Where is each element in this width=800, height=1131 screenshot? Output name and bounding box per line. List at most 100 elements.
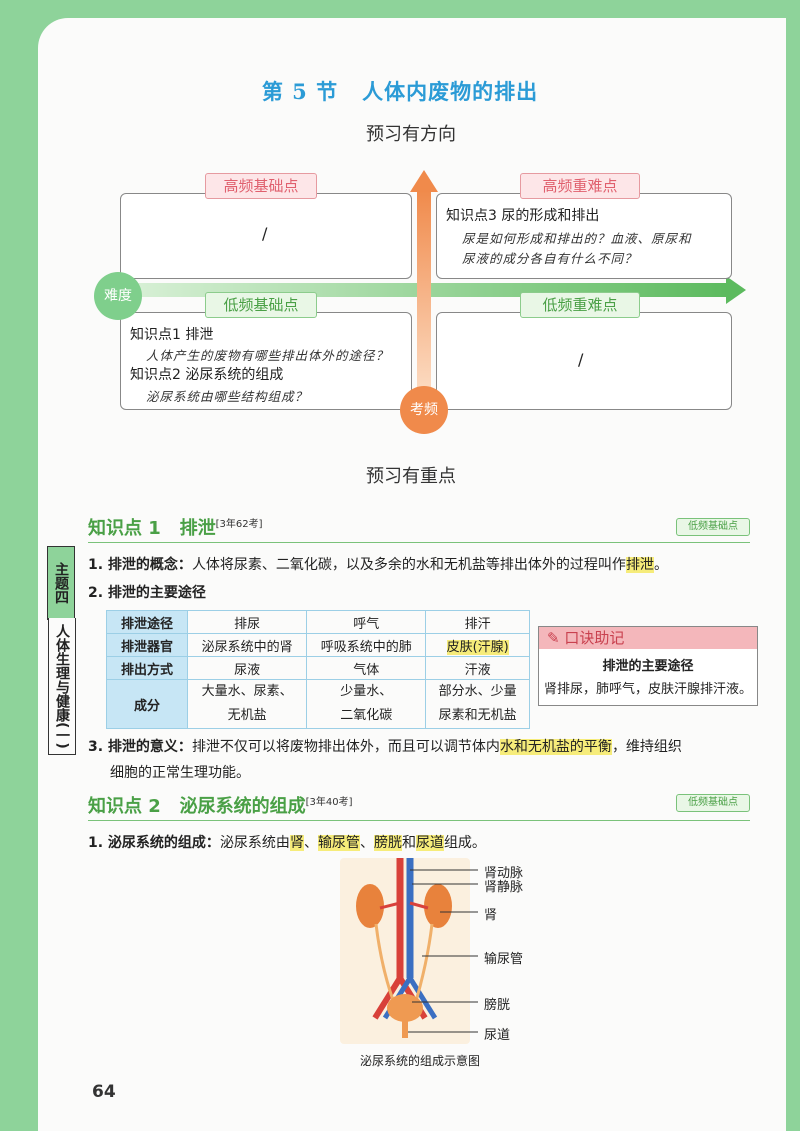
- label-urethra: 尿道: [484, 1028, 511, 1043]
- table-cell: 皮肤(汗腺): [425, 633, 530, 657]
- kp2-p1-end: 组成。: [443, 835, 486, 851]
- kp1-divider: [88, 542, 750, 543]
- tag-high-hard: 高频重难点: [520, 173, 640, 199]
- table-cell: 气体: [306, 656, 427, 680]
- sidebar-theme: 主题四: [47, 546, 75, 620]
- kp2-p1-text: 泌尿系统由: [219, 835, 290, 851]
- kp2-label: 知识点 2: [88, 796, 161, 817]
- kp2-hl-kidney: 肾: [289, 835, 304, 851]
- cell-line: 尿素和无机盐: [438, 708, 517, 723]
- kp2-frequency-tag: 低频基础点: [676, 794, 750, 812]
- kp2-sep: 和: [401, 835, 416, 851]
- table-cell: 大量水、尿素、无机盐: [186, 679, 308, 729]
- kp1-p1-highlight: 排泄: [625, 557, 654, 573]
- kp2-hl-ureter: 输尿管: [317, 835, 360, 851]
- cell-line: 无机盐: [227, 708, 267, 723]
- kp2-heading: 知识点 2 泌尿系统的组成[3年40考]: [88, 792, 353, 818]
- kp1-paragraph-2: 2. 排泄的主要途径: [88, 580, 206, 606]
- section-number: 第 5 节: [261, 79, 339, 104]
- kp2-hl-urethra: 尿道: [415, 835, 444, 851]
- kp1-p3-head: 3. 排泄的意义：: [88, 739, 192, 755]
- tag-low-hard: 低频重难点: [520, 292, 640, 318]
- urinary-system-illustration: [340, 858, 470, 1044]
- kp2-brief-question: 泌尿系统由哪些结构组成？: [146, 389, 309, 404]
- kp1-p3-highlight: 水和无机盐的平衡: [499, 739, 612, 755]
- label-bladder: 膀胱: [484, 998, 511, 1013]
- table-cell: 部分水、少量尿素和无机盐: [425, 679, 530, 729]
- kp1-p1-head: 1. 排泄的概念：: [88, 557, 192, 573]
- table-row: 排泄途径 排尿 呼气 排汗: [106, 610, 530, 634]
- table-cell: 呼吸系统中的肺: [306, 633, 427, 657]
- green-border-right: [786, 0, 800, 1131]
- label-kidney: 肾: [484, 908, 498, 923]
- cell-line: 少量水、: [340, 684, 393, 699]
- kp1-p3-text-b: ，维持组织: [611, 739, 682, 755]
- tag-low-basic: 低频基础点: [205, 292, 317, 318]
- mnemonic-header: ✎ 口诀助记: [539, 627, 757, 649]
- quadrant-low-hard: [436, 312, 732, 410]
- label-renal-artery: 肾动脉: [484, 866, 524, 881]
- kp1-p1-end: 。: [653, 557, 668, 573]
- kp2-sep: 、: [359, 835, 374, 851]
- kp1-paragraph-3: 3. 排泄的意义：排泄不仅可以将废物排出体外，而且可以调节体内水和无机盐的平衡，…: [88, 734, 758, 786]
- cell-line: 二氧化碳: [340, 708, 393, 723]
- banner-focus: 预习有重点: [346, 464, 476, 490]
- table-cell: 排泄器官: [106, 633, 188, 657]
- illustration-caption: 泌尿系统的组成示意图: [360, 1054, 481, 1068]
- kp1-heading: 知识点 1 排泄[3年62考]: [88, 514, 263, 540]
- label-ureter: 输尿管: [484, 952, 524, 967]
- kp1-frequency-tag: 低频基础点: [676, 518, 750, 536]
- table-cell: 尿液: [186, 656, 308, 680]
- kp1-name: 排泄: [179, 518, 216, 539]
- quadrant-high-hard: [436, 193, 732, 279]
- cell-line: 部分水、少量: [438, 684, 517, 699]
- kp2-hl-bladder: 膀胱: [373, 835, 402, 851]
- kp1-brief-question: 人体产生的废物有哪些排出体外的途径？: [146, 348, 390, 363]
- table-cell: 少量水、二氧化碳: [306, 679, 427, 729]
- kp2-paragraph-1: 1. 泌尿系统的组成：泌尿系统由肾、输尿管、膀胱和尿道组成。: [88, 830, 758, 856]
- kp1-stat: [3年62考]: [215, 519, 263, 530]
- kp1-p3-text-c: 细胞的正常生理功能。: [110, 765, 250, 781]
- mnemonic-box: ✎ 口诀助记 排泄的主要途径 肾排尿，肺呼气，皮肤汗腺排汗液。: [538, 626, 758, 706]
- kp2-name: 泌尿系统的组成: [179, 796, 306, 817]
- kp3-question-1: 尿是如何形成和排出的？血液、原尿和: [462, 231, 692, 246]
- tag-high-basic: 高频基础点: [205, 173, 317, 199]
- section-name: 人体内废物的排出: [362, 79, 539, 104]
- kp2-divider: [88, 820, 750, 821]
- kp1-brief-title: 知识点1 排泄: [130, 327, 214, 343]
- table-row: 排泄器官 泌尿系统中的肾 呼吸系统中的肺 皮肤(汗腺): [106, 633, 530, 657]
- table-cell: 呼气: [306, 610, 427, 634]
- kp3-question-2: 尿液的成分各自有什么不同？: [462, 251, 638, 266]
- axis-frequency-badge: 考频: [400, 386, 448, 434]
- high-basic-content: /: [262, 224, 268, 243]
- quadrant-low-basic: [120, 312, 412, 410]
- table-cell: 泌尿系统中的肾: [186, 633, 308, 657]
- cell-line: 大量水、尿素、: [201, 684, 293, 699]
- kp2-stat: [3年40考]: [305, 797, 353, 808]
- quadrant-high-basic: [120, 193, 412, 279]
- kp2-sep: 、: [303, 835, 318, 851]
- kp1-paragraph-1: 1. 排泄的概念：人体将尿素、二氧化碳，以及多余的水和无机盐等排出体外的过程叫作…: [88, 552, 758, 578]
- table-cell: 排汗: [425, 610, 530, 634]
- low-hard-content: /: [578, 350, 584, 369]
- excretion-table: 排泄途径 排尿 呼气 排汗 排泄器官 泌尿系统中的肾 呼吸系统中的肺 皮肤(汗腺…: [106, 610, 530, 729]
- kp1-label: 知识点 1: [88, 518, 161, 539]
- page-title: 第 5 节人体内废物的排出: [0, 76, 800, 106]
- kp1-p1-text: 人体将尿素、二氧化碳，以及多余的水和无机盐等排出体外的过程叫作: [191, 557, 626, 573]
- table-cell: 排出方式: [106, 656, 188, 680]
- illustration-leader-lines: [408, 869, 478, 1033]
- pencil-icon: ✎: [547, 629, 560, 647]
- mnemonic-title: 排泄的主要途径: [602, 659, 694, 674]
- table-cell: 排尿: [186, 610, 308, 634]
- sidebar-topic: 人体生理与健康(一): [48, 618, 76, 755]
- page-number: 64: [92, 1082, 116, 1102]
- mnemonic-header-text: 口诀助记: [564, 629, 625, 647]
- table-row: 排出方式 尿液 气体 汗液: [106, 656, 530, 680]
- table-cell: 排泄途径: [106, 610, 188, 634]
- kp1-p2-head: 2. 排泄的主要途径: [88, 585, 206, 601]
- kp2-brief-title: 知识点2 泌尿系统的组成: [130, 367, 284, 383]
- kp3-title: 知识点3 尿的形成和排出: [446, 208, 600, 224]
- banner-direction: 预习有方向: [346, 122, 476, 148]
- axis-difficulty-badge: 难度: [94, 272, 142, 320]
- green-border-left: [0, 0, 40, 1131]
